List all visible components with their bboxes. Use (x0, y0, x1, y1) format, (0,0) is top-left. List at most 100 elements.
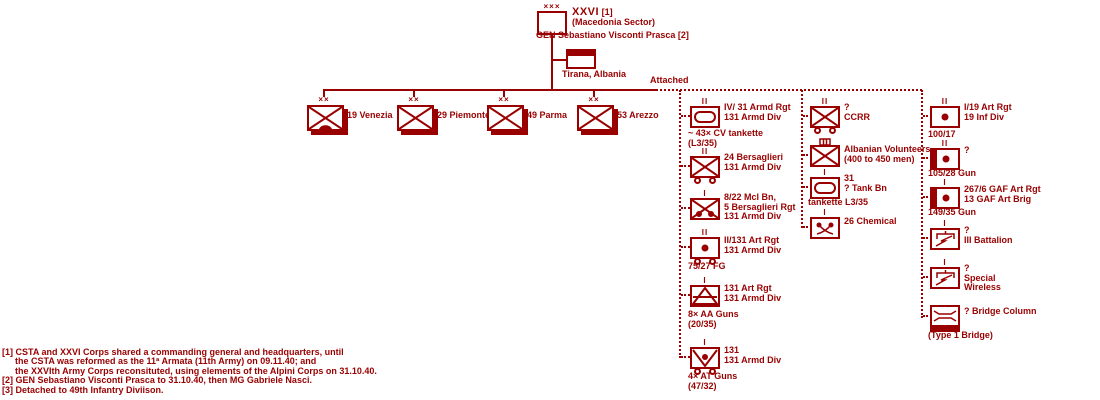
unit-size-mark: I (823, 208, 827, 217)
unit-label: II/131 Art Rgt 131 Armd Div (724, 235, 782, 255)
unit-label: Albanian Volunteers (400 to 450 men) (844, 144, 931, 164)
unit-note: 75/27 FG (688, 261, 726, 271)
unit-note: (Type 1 Bridge) (928, 330, 993, 340)
at-gun-unit-symbol (690, 347, 720, 375)
aa-artillery-symbol (690, 285, 720, 307)
connector-line (551, 34, 553, 90)
corps-title: XXVI (572, 6, 600, 18)
attached-stub (681, 246, 690, 248)
unit-label: 24 Bersaglieri 131 Armd Div (724, 152, 783, 172)
unit-label: 267/6 GAF Art Rgt 13 GAF Art Brig (964, 184, 1041, 204)
unit-label: I/19 Art Rgt 19 Inf Div (964, 102, 1012, 122)
division-size-mark: ×× (408, 95, 420, 104)
unit-label: 31 ? Tank Bn (844, 173, 887, 193)
unit-label-line: 131 Armd Div (724, 244, 782, 255)
attached-stub (681, 165, 690, 167)
infantry-division-symbol (487, 105, 524, 131)
unit-size-mark: I (703, 276, 707, 285)
attached-stub (681, 115, 690, 117)
unit-label: ? CCRR (844, 102, 870, 122)
ccrr-unit-symbol (810, 106, 840, 134)
bridge-icon (933, 310, 957, 322)
connector-line (323, 89, 656, 91)
infantry-division-symbol (397, 105, 434, 131)
bersaglieri-unit-symbol (690, 156, 720, 184)
attached-dotted-line (801, 90, 803, 228)
wheel-icon (709, 177, 716, 184)
connector-line (323, 90, 325, 97)
unit-size-mark: II (701, 228, 709, 237)
anti-tank-icon (692, 349, 718, 367)
corps-subtitle: (Macedonia Sector) (572, 16, 656, 27)
footnote-line: the CSTA was reformed as the 11ª Armata … (15, 356, 317, 367)
infantry-icon (399, 107, 432, 129)
unit-size-mark: II (821, 97, 829, 106)
unit-note: 100/17 (928, 129, 956, 139)
attached-stub (681, 356, 690, 358)
division-name: 53 Arezzo (617, 110, 659, 120)
unit-note: 105/28 Gun (928, 168, 977, 178)
connector-line (593, 90, 595, 97)
unit-note-line: 8× AA Guns (688, 309, 739, 319)
unit-label-line: 131 Armd Div (724, 211, 782, 221)
armor-icon (694, 111, 716, 123)
unit-label: 26 Chemical (844, 216, 897, 226)
armor-icon (814, 182, 836, 194)
infantry-division-symbol (307, 105, 344, 131)
unit-label: ? III Battalion (964, 225, 1013, 245)
unit-label: ? Special Wireless (964, 263, 1001, 293)
unit-label-line: Albanian Volunteers (844, 144, 931, 154)
unit-size-mark: II (701, 147, 709, 156)
unit-note: ~ 43× CV tankette (L3/35) (688, 128, 763, 148)
gaf-artillery-symbol (930, 187, 960, 209)
bridge-column-symbol (930, 305, 960, 332)
hq-location: Tirana, Albania (562, 69, 627, 79)
unit-label-line: 8/22 Mcl Bn, (724, 192, 777, 202)
position-artillery-bar (932, 150, 937, 168)
unit-label-line: CCRR (844, 111, 870, 122)
footnotes: [1] CSTA and XXVI Corps shared a command… (2, 347, 377, 395)
infantry-icon (692, 158, 718, 176)
footnote-line: the XXVIth Army Corps reconsituted, usin… (15, 365, 377, 376)
connector-line (551, 59, 567, 61)
corps-title-block: XXVI [1] (Macedonia Sector) (572, 6, 656, 27)
unit-size-mark: I (703, 189, 707, 198)
connector-line (503, 90, 505, 97)
attached-stub (923, 157, 932, 159)
division-size-mark: ×× (318, 95, 330, 104)
connector-line (413, 90, 415, 97)
infantry-icon (812, 108, 838, 126)
unit-note: 4× AT Guns (47/32) (688, 371, 737, 391)
motorcycle-infantry-symbol (690, 198, 720, 220)
unit-label-line: 5 Bersaglieri Rgt (724, 201, 796, 212)
artillery-unit-symbol (930, 106, 960, 128)
attached-dotted-line (679, 90, 681, 358)
unit-label-line: I/19 Art Rgt (964, 102, 1012, 112)
wireless-unit-symbol (930, 267, 960, 289)
anti-aircraft-icon (692, 287, 718, 305)
unit-label-line: 131 Armd Div (724, 292, 782, 303)
infantry-division-symbol (577, 105, 614, 131)
unit-label-line: 131 (724, 345, 740, 355)
unit-size-mark: I (943, 258, 947, 267)
unit-label-line: Special (964, 272, 996, 283)
division-size-mark: ×× (588, 95, 600, 104)
signals-icon (935, 270, 955, 286)
unit-size-mark: II (701, 97, 709, 106)
gaf-artillery-symbol (930, 148, 960, 170)
position-artillery-bar (932, 189, 937, 207)
unit-label-line: ? Tank Bn (844, 182, 887, 193)
unit-label-line: IV/ 31 Armd Rgt (724, 102, 791, 112)
footnote-line: [3] Detached to 49th Infantry Diviison. (2, 384, 164, 395)
unit-label-line: 131 Armd Div (724, 161, 782, 172)
artillery-icon (701, 244, 709, 252)
unit-label-line: 131 Art Rgt (724, 283, 772, 293)
unit-label-line: ? (964, 263, 970, 273)
unit-size-mark: I (823, 168, 827, 177)
corps-title-ref: [1] (601, 7, 613, 17)
attached-stub (923, 115, 932, 117)
unit-label: 8/22 Mcl Bn, 5 Bersaglieri Rgt 131 Armd … (724, 192, 796, 222)
footnote-line: [1] CSTA and XXVI Corps shared a command… (2, 347, 344, 357)
wheel-icon (694, 177, 701, 184)
infantry-icon (812, 147, 838, 165)
